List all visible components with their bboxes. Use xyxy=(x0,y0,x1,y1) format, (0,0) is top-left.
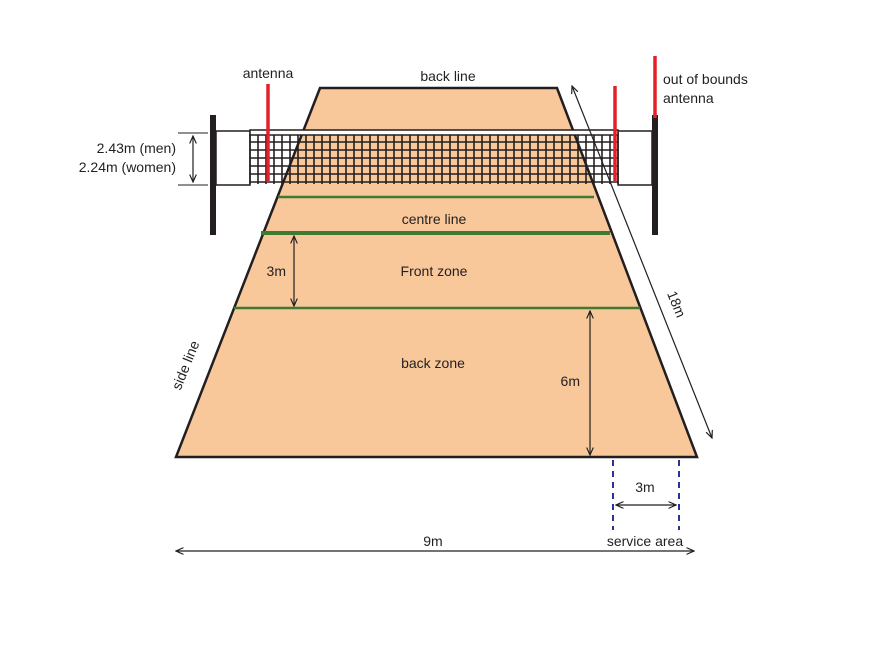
service-area-label: service area xyxy=(607,533,683,549)
out-of-bounds-label-line1: out of bounds xyxy=(663,71,748,87)
front-zone-depth-label: 3m xyxy=(267,263,286,279)
side-line-label: side line xyxy=(168,338,202,392)
net xyxy=(215,129,653,186)
front-zone-label: Front zone xyxy=(401,263,468,279)
net-top-band xyxy=(249,129,619,136)
court-length-label: 18m xyxy=(664,289,689,320)
back-zone-label: back zone xyxy=(401,355,465,371)
out-of-bounds-label-line2: antenna xyxy=(663,90,714,106)
net-post-tape-left xyxy=(215,130,251,186)
antenna-label: antenna xyxy=(243,65,294,81)
net-mesh xyxy=(249,133,619,184)
net-height-women-label: 2.24m (women) xyxy=(79,159,176,175)
net-post-tape-right xyxy=(617,130,653,186)
back-line-label: back line xyxy=(420,68,475,84)
centre-line-label: centre line xyxy=(402,211,467,227)
court-width-label: 9m xyxy=(423,533,442,549)
net-height-men-label: 2.43m (men) xyxy=(97,140,176,156)
back-zone-depth-label: 6m xyxy=(561,373,580,389)
service-area-width-label: 3m xyxy=(635,479,654,495)
court-length-arrow xyxy=(572,86,712,438)
